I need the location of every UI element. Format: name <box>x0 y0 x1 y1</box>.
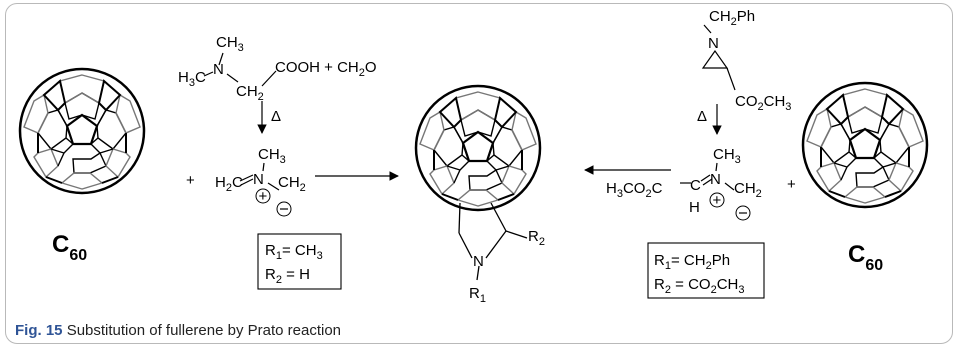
svg-text:CH3: CH3 <box>713 146 741 166</box>
product-r1: R1 <box>469 285 486 305</box>
ylide-hydrogen: H <box>689 199 700 216</box>
svg-text:H3CO2C: H3CO2C <box>606 180 663 200</box>
product-nitrogen: N <box>473 253 484 270</box>
caption-label: Fig. 15 <box>15 322 63 339</box>
svg-text:CH3: CH3 <box>258 146 286 166</box>
fullerene-right <box>801 81 929 209</box>
caption-text: Substitution of fullerene by Prato react… <box>66 322 342 339</box>
pyrrolidine-ring <box>458 202 528 281</box>
svg-text:N: N <box>710 171 721 188</box>
aziridine-ester: CO2CH3 <box>735 93 791 113</box>
left-reagent-line: COOH + CH2O <box>275 59 377 79</box>
c60-label-right: C60 <box>848 241 883 274</box>
figure-frame <box>5 3 953 344</box>
svg-text:H3C: H3C <box>178 69 206 89</box>
svg-text:CH2: CH2 <box>236 83 264 103</box>
svg-text:+: + <box>713 192 722 209</box>
svg-text:+: + <box>259 188 268 205</box>
c60-label-left: C60 <box>52 231 87 264</box>
aziridine-structure: CH2Ph N <box>701 8 755 91</box>
svg-text:CH2Ph: CH2Ph <box>709 8 755 28</box>
substituent-box-right <box>647 242 765 299</box>
substituent-box-left <box>257 233 342 290</box>
substituent-right-1: R1= CH2Ph <box>654 252 730 272</box>
fullerene-product <box>414 84 542 212</box>
substituent-left-2: R2 = H <box>265 266 310 286</box>
azomethine-ylide-right: CH3 H3CO2C C N H + CH2 <box>606 146 762 221</box>
azomethine-ylide-left: CH3 H2C N + CH2 <box>215 146 306 217</box>
svg-text:CH3: CH3 <box>216 34 244 54</box>
svg-text:H2C: H2C <box>215 174 243 194</box>
substituent-left-1: R1= CH3 <box>265 242 323 262</box>
fullerene-left <box>18 67 146 195</box>
product-r2: R2 <box>528 228 545 248</box>
svg-text:N: N <box>708 35 719 52</box>
svg-text:N: N <box>253 171 264 188</box>
svg-text:CH2: CH2 <box>734 180 762 200</box>
substituent-right-2: R2 = CO2CH3 <box>654 276 745 296</box>
heat-symbol-right: Δ <box>697 108 707 125</box>
svg-text:CH2: CH2 <box>278 174 306 194</box>
svg-text:N: N <box>213 61 224 78</box>
plus-right: + <box>787 176 796 193</box>
plus-left: + <box>186 172 195 189</box>
svg-text:C: C <box>690 177 701 194</box>
sarcosine-structure: CH3 H3C N CH2 <box>178 34 277 103</box>
heat-symbol-left: Δ <box>271 108 281 125</box>
figure-caption: Fig. 15 Substitution of fullerene by Pra… <box>15 322 341 339</box>
